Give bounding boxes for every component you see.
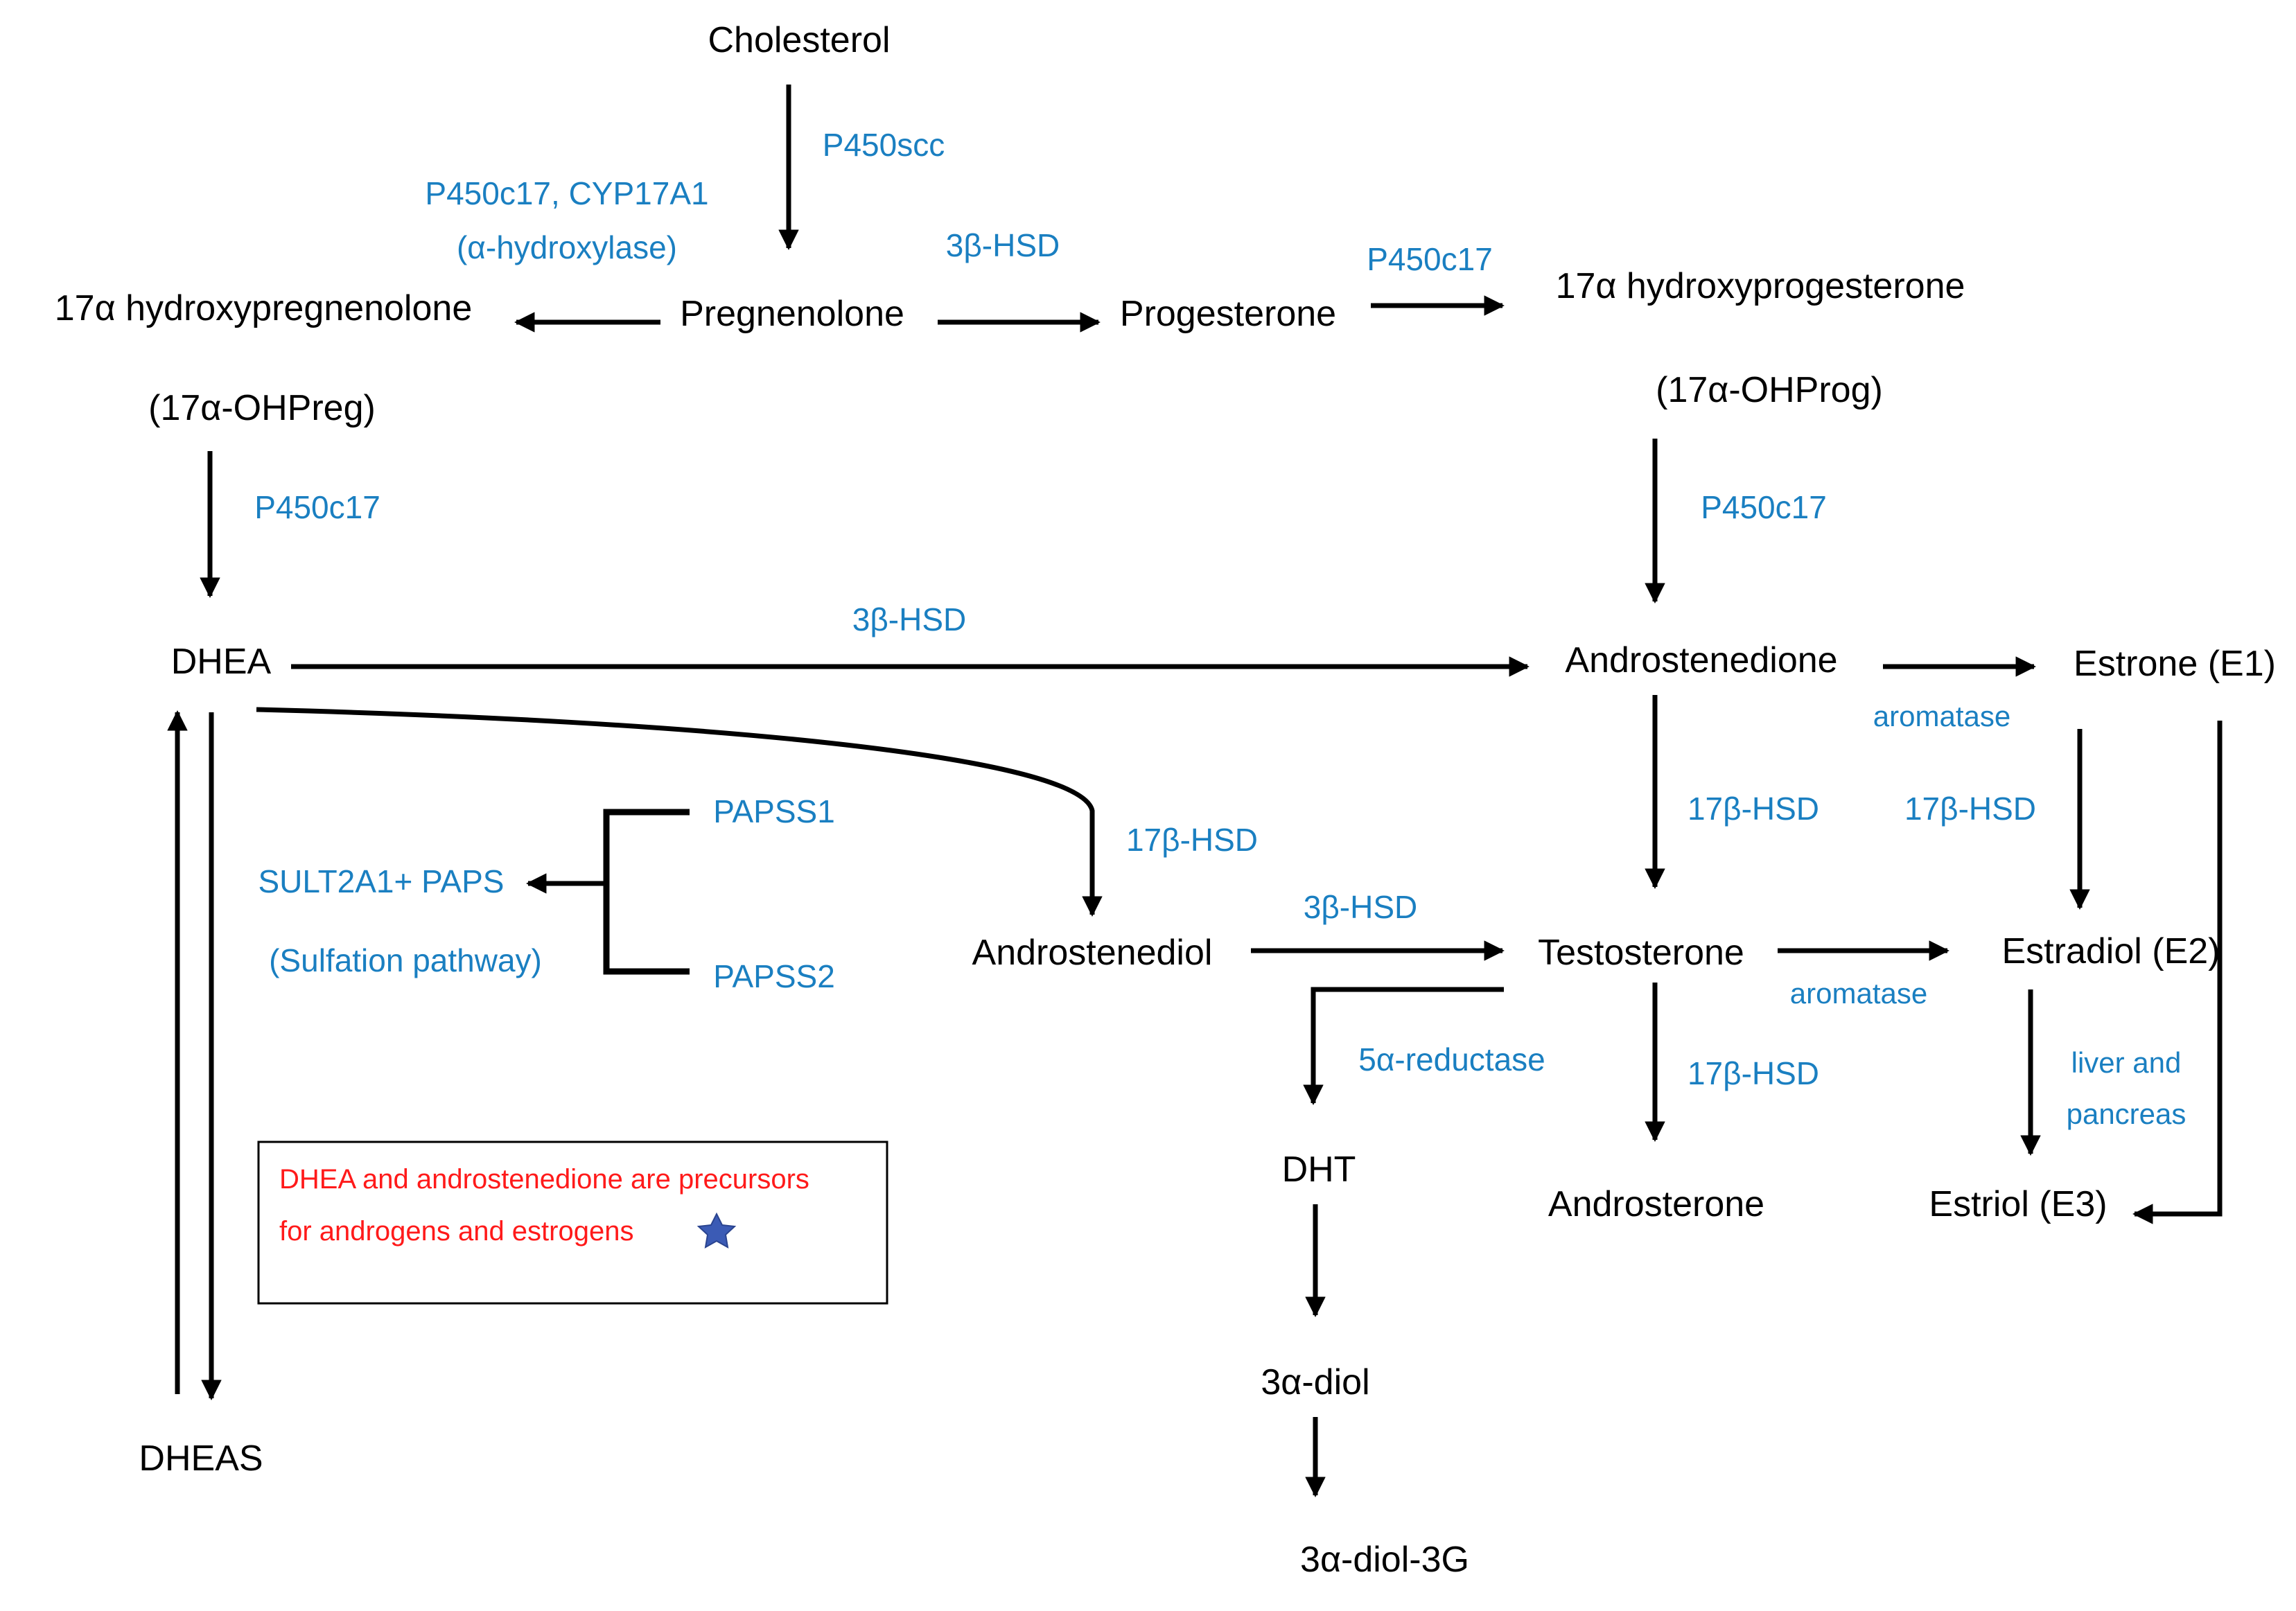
note-line-2: for androgens and estrogens	[279, 1216, 633, 1247]
5a-reductase-label: 5α-reductase	[1358, 1041, 1545, 1077]
hsd3b-diol-label: 3β-HSD	[1304, 889, 1417, 925]
p450c17-right-label: P450c17	[1701, 489, 1827, 525]
hsd17b-andro-label: 17β-HSD	[1688, 791, 1819, 827]
papss1-label: PAPSS1	[713, 793, 835, 829]
pregnenolone-label: Pregnenolone	[680, 294, 904, 334]
testosterone-label: Testosterone	[1538, 933, 1744, 973]
star-icon	[696, 1212, 737, 1249]
arrows	[167, 85, 2223, 1497]
pancreas-label: pancreas	[2067, 1098, 2187, 1130]
p450c17-left-label: P450c17	[254, 489, 380, 525]
dhea-label: DHEA	[171, 642, 272, 682]
hydroxylase-label: (α-hydroxylase)	[457, 229, 677, 265]
androsterone-label: Androsterone	[1548, 1184, 1764, 1224]
liver-label: liver and	[2071, 1046, 2182, 1079]
p450c17-prog-label: P450c17	[1367, 241, 1493, 277]
hsd3b-top-label: 3β-HSD	[946, 227, 1060, 263]
ohpreg-label: 17α hydroxypregnenolone	[55, 288, 473, 328]
hsd17b-curve-label: 17β-HSD	[1126, 822, 1258, 858]
aromatase-e2-label: aromatase	[1790, 977, 1927, 1010]
hsd17b-testo-label: 17β-HSD	[1688, 1055, 1819, 1091]
sulfation-pathway-label: (Sulfation pathway)	[269, 942, 542, 978]
arrow-estrone-to-estriol	[2132, 721, 2223, 1224]
dht-label: DHT	[1282, 1150, 1356, 1190]
note-box-border	[257, 1141, 888, 1305]
diol3g-label: 3α-diol-3G	[1300, 1540, 1469, 1580]
aromatase-e1-label: aromatase	[1873, 700, 2010, 732]
diol-label: 3α-diol	[1261, 1362, 1369, 1402]
hsd17b-e1-label: 17β-HSD	[1904, 791, 2036, 827]
note-box: DHEA and androstenedione are precursors …	[257, 1141, 888, 1305]
dheas-label: DHEAS	[139, 1438, 263, 1479]
papss2-label: PAPSS2	[713, 958, 835, 994]
metabolites: Cholesterol Pregnenolone Progesterone 17…	[55, 20, 2276, 1580]
p450scc-label: P450scc	[823, 127, 945, 163]
p450c17-cyp17a1-label: P450c17, CYP17A1	[425, 175, 708, 211]
ohprog-abbr-label: (17α-OHProg)	[1656, 370, 1883, 410]
note-line-1: DHEA and androstenedione are precursors	[279, 1164, 809, 1195]
cholesterol-label: Cholesterol	[708, 20, 890, 60]
androstenediol-label: Androstenediol	[972, 933, 1213, 973]
progesterone-label: Progesterone	[1120, 294, 1336, 334]
papss-bracket	[603, 809, 690, 975]
hsd3b-dhea-label: 3β-HSD	[852, 601, 966, 637]
enzymes: P450scc P450c17, CYP17A1 (α-hydroxylase)…	[254, 127, 2186, 1130]
arrow-dhea-to-androstenediol	[256, 707, 1103, 917]
sult2a1-paps-label: SULT2A1+ PAPS	[258, 863, 505, 899]
arrow-testosterone-to-dht	[1303, 987, 1504, 1105]
ohpreg-abbr-label: (17α-OHPreg)	[148, 388, 376, 428]
androstenedione-label: Androstenedione	[1565, 640, 1837, 680]
ohprog-label: 17α hydroxyprogesterone	[1556, 266, 1965, 306]
estriol-label: Estriol (E3)	[1929, 1184, 2107, 1224]
estradiol-label: Estradiol (E2)	[2002, 931, 2220, 971]
estrone-label: Estrone (E1)	[2074, 644, 2276, 684]
